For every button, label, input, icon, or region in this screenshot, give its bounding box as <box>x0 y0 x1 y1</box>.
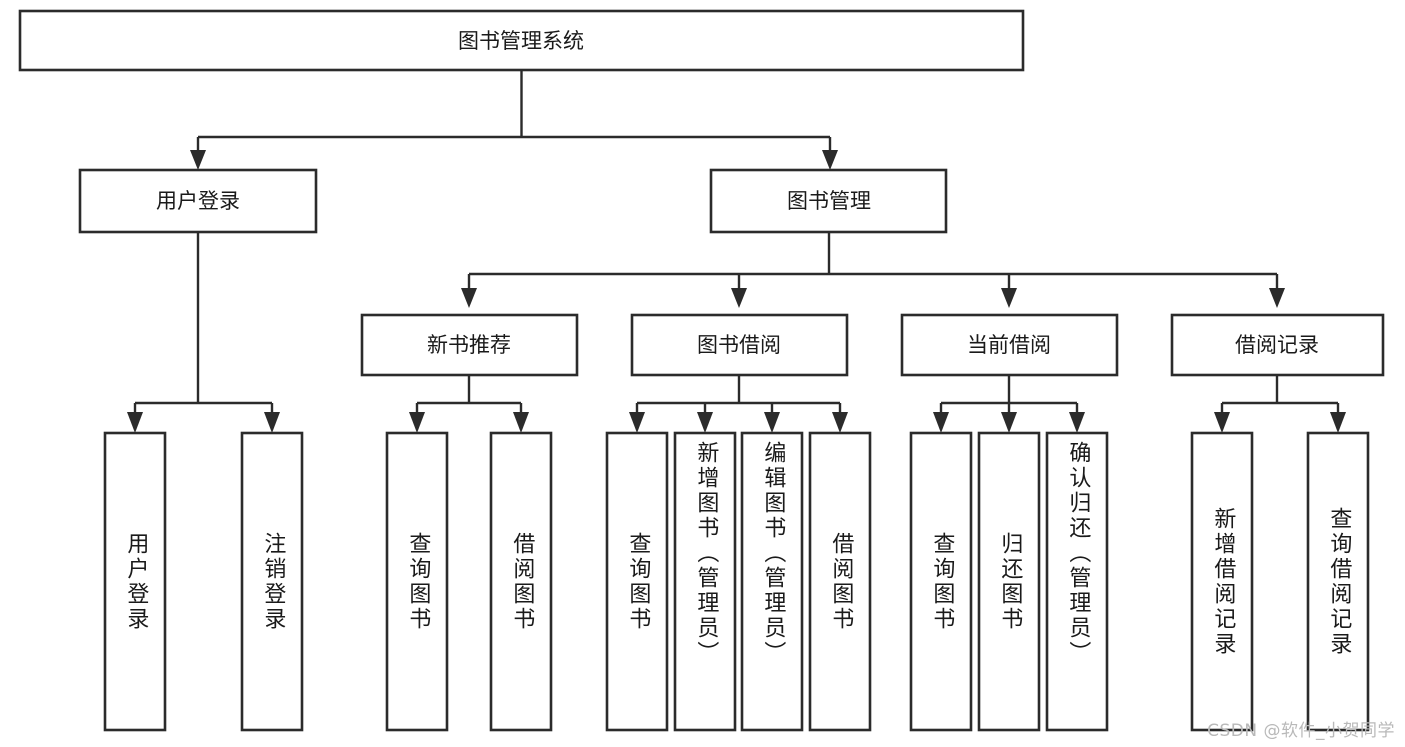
node-book-management-label: 图书管理 <box>787 189 871 213</box>
leaf-box-current-borrow-1[interactable] <box>909 431 973 732</box>
leaf-box-new-book-1[interactable] <box>385 431 449 732</box>
connector-bookmgmt-to-level2 <box>461 232 1285 308</box>
node-current-borrow-label: 当前借阅 <box>967 333 1051 357</box>
leaf-box-book-borrow-3[interactable] <box>740 431 804 732</box>
leaf-box-borrow-record-1[interactable] <box>1190 431 1254 732</box>
connector-userlogin-to-leaves <box>127 232 280 433</box>
node-book-borrow-label: 图书借阅 <box>697 333 781 357</box>
node-root-label: 图书管理系统 <box>458 29 584 53</box>
leaf-box-borrow-record-2[interactable] <box>1306 431 1370 732</box>
leaf-box-new-book-2[interactable] <box>489 431 553 732</box>
node-borrow-record[interactable] <box>1170 313 1385 377</box>
connector-currentborrow-to-leaves <box>933 375 1085 433</box>
connector-newbook-to-leaves <box>409 375 529 433</box>
watermark: CSDN @软件_小贺同学 <box>1207 721 1395 741</box>
leaf-box-user-login-2[interactable] <box>240 431 304 732</box>
node-new-book-recommend-label: 新书推荐 <box>427 333 511 357</box>
connector-borrowrecord-to-leaves <box>1214 375 1346 433</box>
leaf-box-book-borrow-1[interactable] <box>605 431 669 732</box>
leaf-box-current-borrow-2[interactable] <box>977 431 1041 732</box>
node-borrow-record-label: 借阅记录 <box>1235 333 1319 357</box>
node-user-login-label: 用户登录 <box>156 189 240 213</box>
node-user-login[interactable] <box>78 168 318 234</box>
node-current-borrow[interactable] <box>900 313 1119 377</box>
connector-bookborrow-to-leaves <box>629 375 848 433</box>
node-new-book-recommend[interactable] <box>360 313 579 377</box>
leaf-box-book-borrow-2[interactable] <box>673 431 737 732</box>
leaf-box-user-login-1[interactable] <box>103 431 167 732</box>
leaf-box-book-borrow-4[interactable] <box>808 431 872 732</box>
connector-root-to-level1 <box>190 70 838 170</box>
node-book-management[interactable] <box>709 168 948 234</box>
node-book-borrow[interactable] <box>630 313 849 377</box>
node-root[interactable] <box>18 9 1025 72</box>
leaf-box-current-borrow-3[interactable] <box>1045 431 1109 732</box>
